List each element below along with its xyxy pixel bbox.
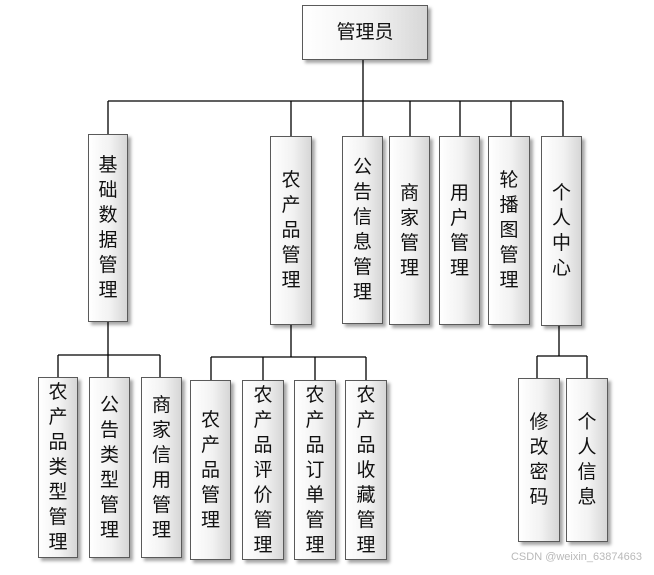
root-label: 管理员	[336, 21, 394, 43]
node-label: 公告信息管理	[352, 156, 372, 303]
node-label: 修改密码	[529, 411, 549, 508]
node-label: 商家信用管理	[151, 393, 171, 541]
root-node: 管理员	[302, 5, 428, 60]
node-label: 农产品收藏管理	[356, 383, 376, 556]
node-label: 农产品类型管理	[48, 381, 68, 553]
node-basic-data: 基础数据管理	[88, 134, 128, 322]
node-label: 商家管理	[399, 181, 419, 279]
node-merchant-credit: 商家信用管理	[141, 377, 182, 558]
node-label: 个人中心	[551, 182, 571, 279]
node-personal-info: 个人信息	[566, 378, 608, 542]
node-notice-type: 公告类型管理	[89, 377, 130, 558]
node-product-type: 农产品类型管理	[38, 377, 78, 558]
node-product-review: 农产品评价管理	[242, 380, 284, 560]
node-notice-info: 公告信息管理	[342, 136, 383, 324]
node-label: 基础数据管理	[98, 154, 118, 301]
node-merchant: 商家管理	[389, 136, 430, 325]
node-carousel: 轮播图管理	[488, 136, 530, 325]
node-label: 轮播图管理	[499, 169, 519, 291]
node-label: 农产品管理	[281, 169, 301, 291]
node-product: 农产品管理	[270, 136, 312, 325]
node-label: 农产品管理	[200, 408, 220, 531]
node-change-password: 修改密码	[518, 378, 560, 542]
watermark: CSDN @weixin_63874663	[510, 551, 642, 563]
node-label: 农产品订单管理	[305, 383, 325, 556]
node-user: 用户管理	[439, 136, 480, 325]
node-label: 用户管理	[449, 181, 469, 279]
node-product-favorite: 农产品收藏管理	[345, 380, 387, 560]
node-product-order: 农产品订单管理	[294, 380, 336, 560]
node-product-sub: 农产品管理	[190, 380, 231, 560]
node-personal-center: 个人中心	[541, 136, 582, 326]
node-label: 农产品评价管理	[253, 383, 273, 556]
node-label: 个人信息	[577, 411, 597, 508]
node-label: 公告类型管理	[99, 393, 119, 541]
